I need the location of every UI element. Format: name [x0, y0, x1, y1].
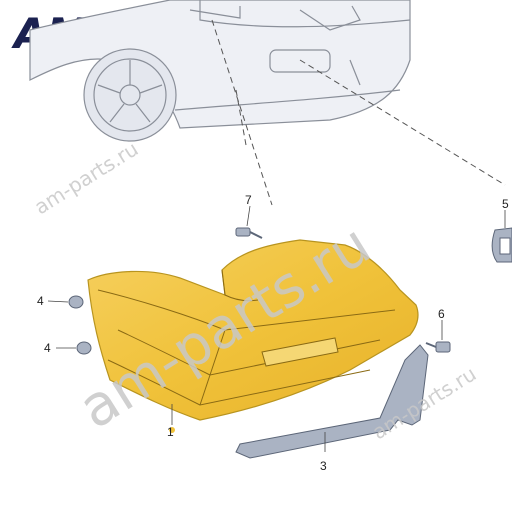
callout-labels: 1 3 4 4 5 6 7 [37, 193, 509, 473]
callout-6: 6 [438, 307, 445, 321]
callout-dot-1 [169, 427, 175, 433]
callout-1: 1 [167, 425, 174, 439]
nut-4-upper [68, 295, 84, 309]
tail-lamp-housing [87, 239, 419, 421]
callout-4-lower: 4 [44, 341, 51, 355]
callout-7: 7 [245, 193, 252, 207]
fasteners [68, 227, 451, 355]
callout-3: 3 [320, 459, 327, 473]
leader-lines [211, 19, 506, 206]
callout-leaders [47, 205, 506, 452]
screw-7 [235, 227, 263, 239]
callout-5: 5 [502, 197, 509, 211]
screw-6 [425, 341, 451, 353]
seal-strip [235, 344, 429, 459]
watermark-small-left: am-parts.ru [30, 137, 142, 220]
nut-4-lower [76, 341, 92, 355]
bracket-part [491, 227, 512, 263]
car-rear [29, 0, 411, 142]
callout-4-upper: 4 [37, 294, 44, 308]
